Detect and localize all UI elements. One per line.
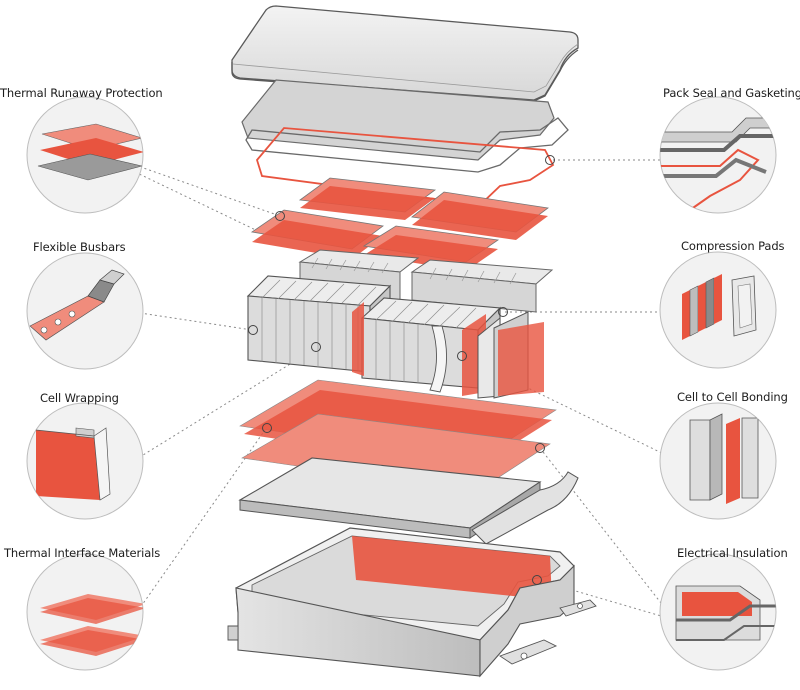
label-compression-pads: Compression Pads xyxy=(681,239,785,253)
cooling-plate xyxy=(238,457,579,545)
detail-cell-wrapping xyxy=(26,402,144,520)
leader-thermal-runaway xyxy=(134,164,281,217)
marker-thermal-runaway xyxy=(275,211,285,221)
leader-cell-wrapping xyxy=(134,347,317,461)
marker-compression xyxy=(498,307,508,317)
detail-electrical-insulation xyxy=(659,553,777,671)
pack-tray xyxy=(227,527,597,678)
label-electrical-insulation: Electrical Insulation xyxy=(677,546,788,560)
label-thermal-interface-materials: Thermal Interface Materials xyxy=(4,546,161,560)
thermal-runaway-sheets xyxy=(250,177,550,271)
label-flexible-busbars: Flexible Busbars xyxy=(33,240,126,254)
leader-thermal-runaway-2 xyxy=(134,171,263,234)
callout-markers xyxy=(248,155,555,585)
marker-cell-wrapping xyxy=(311,342,321,352)
detail-cell-bonding xyxy=(659,402,777,520)
detail-thermal-runaway xyxy=(26,96,144,214)
detail-compression-pads xyxy=(659,251,777,369)
label-pack-seal-and-gasketing: Pack Seal and Gasketing xyxy=(663,86,800,100)
marker-insulation xyxy=(535,443,545,453)
label-thermal-runaway-protection: Thermal Runaway Protection xyxy=(0,86,163,100)
leader-cell-bonding xyxy=(461,355,669,457)
marker-cell-bonding xyxy=(457,351,467,361)
thermal-interface-sheets xyxy=(239,379,557,493)
marker-insulation-2 xyxy=(532,575,542,585)
cell-modules xyxy=(246,249,554,399)
marker-tim xyxy=(262,423,272,433)
leader-flexible-busbars xyxy=(139,312,253,331)
detail-thermal-interface xyxy=(26,553,144,671)
marker-pack-seal xyxy=(545,155,555,165)
marker-busbars xyxy=(248,325,258,335)
detail-flexible-busbars xyxy=(26,252,144,370)
label-cell-wrapping: Cell Wrapping xyxy=(40,391,119,405)
label-cell-to-cell-bonding: Cell to Cell Bonding xyxy=(677,390,788,404)
detail-pack-seal xyxy=(659,96,777,214)
